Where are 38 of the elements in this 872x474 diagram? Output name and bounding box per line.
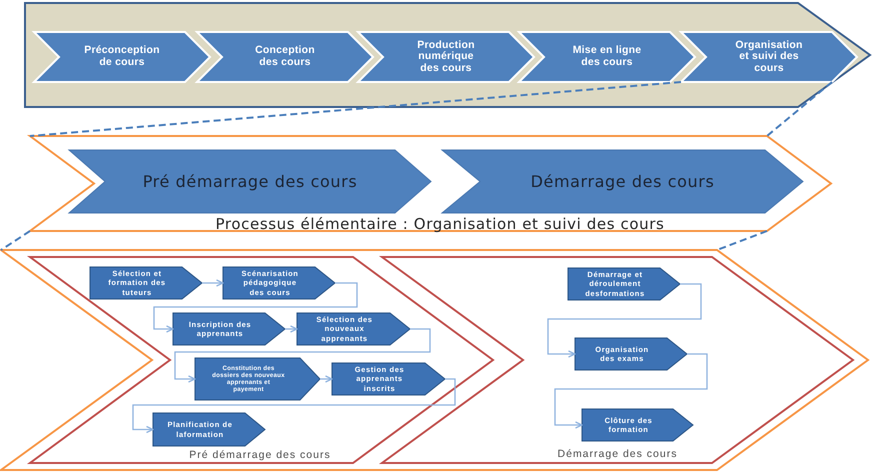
process-arrow-box — [90, 267, 202, 299]
arrow-band — [25, 3, 870, 107]
panel-caption: Démarrage des cours — [558, 448, 678, 460]
process-arrow-box — [582, 409, 693, 441]
process-arrow-box — [575, 338, 687, 370]
dashed-zoom-line — [0, 230, 31, 251]
chevron-panel — [30, 136, 831, 231]
process-arrow-box — [297, 313, 410, 345]
panel-caption: Pré démarrage des cours — [189, 450, 331, 462]
process-arrow-box — [568, 268, 680, 300]
step-label: Conception des cours — [254, 45, 316, 69]
dashed-zoom-line — [766, 81, 833, 137]
chevron-panel — [30, 257, 493, 463]
connector-arrow — [153, 282, 358, 333]
process-arrow-box — [223, 267, 335, 299]
process-arrow-box — [195, 358, 320, 400]
step-label: Mise en ligne des cours — [572, 45, 642, 69]
connector-arrow — [285, 325, 298, 333]
process-arrow-box — [173, 313, 285, 345]
step-label: Organisation et suivi des cours — [734, 40, 804, 74]
connector-arrow — [547, 283, 702, 358]
dashed-zoom-line — [30, 81, 682, 137]
panel-caption: Processus élémentaire : Organisation et suivi des cours — [216, 216, 664, 232]
step-label: Démarrage des cours — [530, 172, 714, 190]
step-label: Pré démarrage des cours — [142, 172, 358, 190]
dashed-zoom-line — [716, 230, 768, 251]
connector-arrow — [320, 375, 333, 383]
process-arrow-box — [153, 413, 265, 446]
process-step — [442, 150, 803, 213]
chevron-panel — [1, 250, 868, 470]
connector-arrow — [202, 279, 224, 287]
process-arrow-box — [332, 363, 445, 395]
process-step — [69, 150, 431, 213]
connector-arrow — [174, 328, 431, 383]
connector-arrow — [132, 378, 456, 434]
connector-arrow — [554, 353, 708, 429]
step-label: Production numérique des cours — [416, 40, 476, 74]
step-label: Préconception de cours — [83, 45, 161, 69]
